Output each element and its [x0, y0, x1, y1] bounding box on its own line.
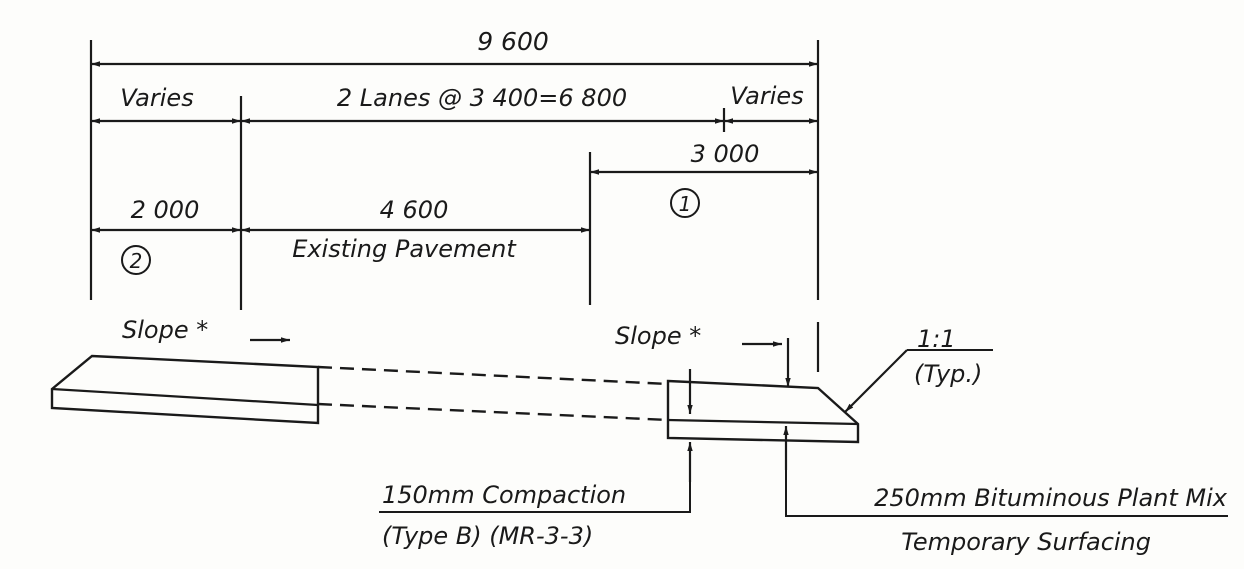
- bituminous-callout: 250mm Bituminous Plant Mix Temporary Sur…: [783, 426, 1228, 556]
- right-slab-layer-line: [667, 418, 859, 426]
- dimension-4600-label: 4 600: [380, 196, 449, 224]
- right-slab-outline: [666, 379, 860, 444]
- left-slab-outline: [50, 354, 320, 425]
- dimension-3000-label: 3 000: [691, 140, 760, 168]
- dashed-surface-top: [317, 365, 669, 386]
- callout-1-number: 1: [679, 192, 692, 216]
- callout-1: 1: [670, 188, 700, 218]
- right-pavement-slab: [666, 379, 860, 444]
- bituminous-text-line1: 250mm Bituminous Plant Mix: [874, 484, 1228, 512]
- callout-2-number: 2: [130, 249, 143, 273]
- callout-2-circle: [121, 245, 151, 275]
- dimension-lines: [91, 61, 818, 233]
- existing-pavement-label: Existing Pavement: [292, 235, 517, 263]
- dimension-overall-label: 9 600: [477, 27, 549, 56]
- callout-2: 2: [121, 245, 151, 275]
- bituminous-text-line2: Temporary Surfacing: [901, 528, 1151, 556]
- slope-right-label: Slope *: [615, 322, 701, 350]
- left-slab-edge: [51, 387, 319, 407]
- slope-left-label: Slope *: [122, 316, 208, 344]
- extension-lines: [89, 40, 820, 372]
- dimension-left-varies-label: Varies: [120, 84, 193, 112]
- compaction-text-line2: (Type B) (MR-3-3): [382, 522, 593, 550]
- callout-1-circle: [670, 188, 700, 218]
- dashed-surface-bottom: [317, 402, 669, 422]
- left-pavement-slab: [50, 354, 320, 425]
- dimension-lanes-label: 2 Lanes @ 3 400=6 800: [337, 84, 627, 112]
- ratio-typ-label: (Typ.): [914, 360, 982, 388]
- dimension-right-varies-label: Varies: [730, 82, 803, 110]
- compaction-callout: 150mm Compaction (Type B) (MR-3-3): [379, 442, 693, 550]
- ratio-leader-arrow: [844, 349, 908, 413]
- ratio-label: 1:1: [917, 325, 956, 353]
- dimension-2000-label: 2 000: [131, 196, 200, 224]
- compaction-text-line1: 150mm Compaction: [382, 481, 626, 509]
